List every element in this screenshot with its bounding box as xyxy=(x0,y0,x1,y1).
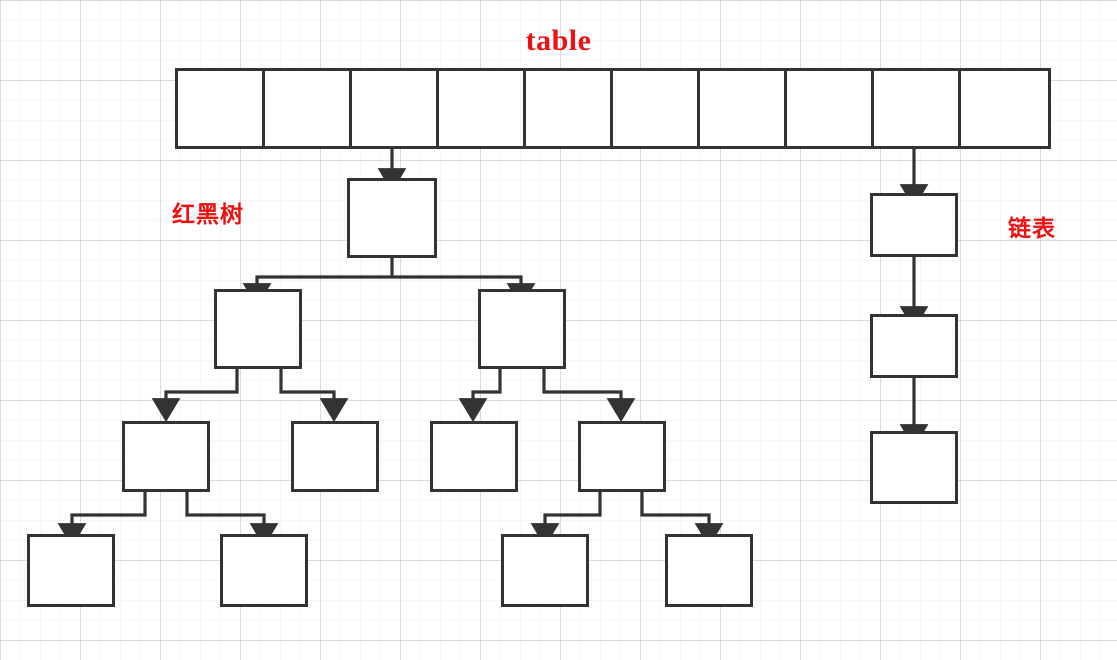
tree-node-right-left[interactable] xyxy=(430,421,518,492)
tree-node-left[interactable] xyxy=(214,289,302,369)
label-linked-list: 链表 xyxy=(1008,216,1056,242)
edge-tl-to-tll xyxy=(151,369,239,423)
edge-trr-to-trrr xyxy=(640,492,724,548)
table-cell-1[interactable] xyxy=(265,71,352,146)
page-title: table xyxy=(525,24,592,57)
table-cell-6[interactable] xyxy=(700,71,787,146)
tree-node-leaf-4[interactable] xyxy=(665,534,753,607)
edge-tll-to-tlll xyxy=(57,492,147,548)
tree-node-root[interactable] xyxy=(347,178,437,258)
table-cell-5[interactable] xyxy=(613,71,700,146)
tree-node-right-right[interactable] xyxy=(578,421,666,492)
edge-tl-to-tlr xyxy=(279,369,349,423)
table-cell-0[interactable] xyxy=(178,71,265,146)
tree-node-right[interactable] xyxy=(478,289,566,369)
table-cell-9[interactable] xyxy=(961,71,1048,146)
list-node-3[interactable] xyxy=(870,431,958,504)
edge-trr-to-trrl xyxy=(530,492,602,548)
tree-node-leaf-2[interactable] xyxy=(220,534,308,607)
list-node-2[interactable] xyxy=(870,314,958,378)
table-cell-2[interactable] xyxy=(352,71,439,146)
table-cell-3[interactable] xyxy=(439,71,526,146)
table-cell-8[interactable] xyxy=(874,71,961,146)
edge-tr-to-trr xyxy=(542,369,636,423)
tree-node-leaf-3[interactable] xyxy=(501,534,589,607)
edge-root-to-l xyxy=(242,275,392,308)
edge-tll-to-tllr xyxy=(185,492,279,548)
tree-node-leaf-1[interactable] xyxy=(27,534,115,607)
label-red-black-tree: 红黑树 xyxy=(172,202,244,228)
table-cell-7[interactable] xyxy=(787,71,874,146)
table-cell-4[interactable] xyxy=(526,71,613,146)
edge-tr-to-trl xyxy=(458,369,502,423)
tree-node-left-right[interactable] xyxy=(291,421,379,492)
tree-node-left-left[interactable] xyxy=(122,421,210,492)
list-node-1[interactable] xyxy=(870,193,958,257)
edge-root-to-r xyxy=(392,275,536,308)
hash-table-array xyxy=(175,68,1051,149)
